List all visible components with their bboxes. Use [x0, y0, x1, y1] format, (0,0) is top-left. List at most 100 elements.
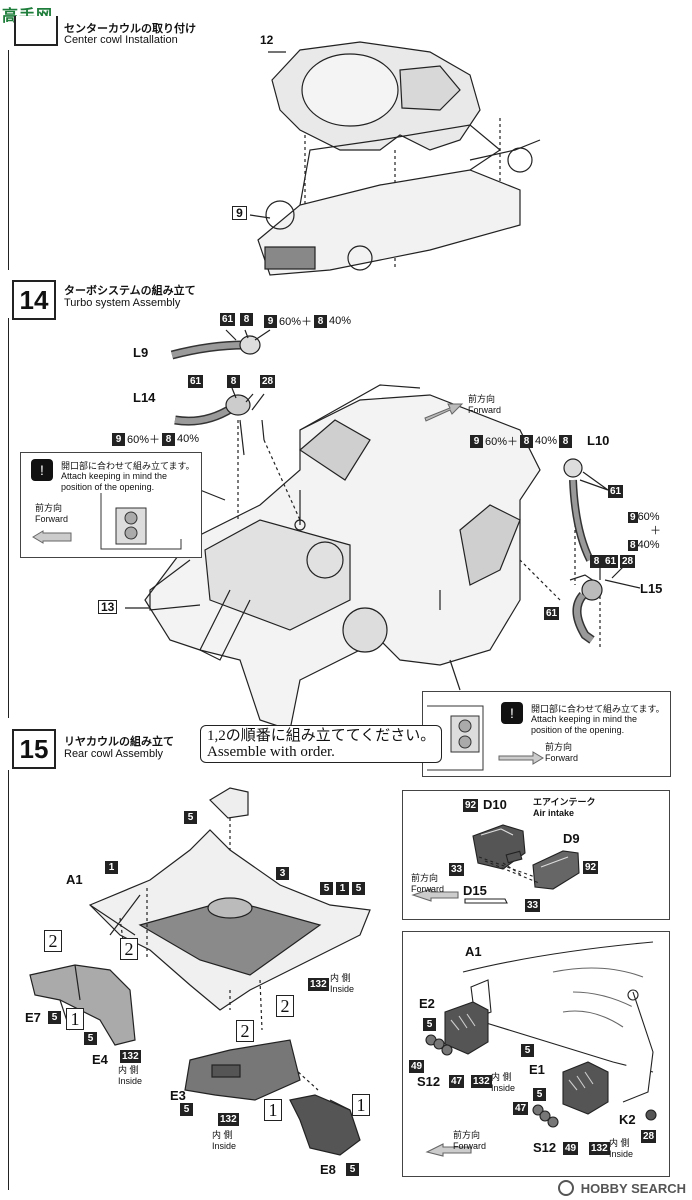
- label-l9: L9: [133, 345, 149, 360]
- hobby-search-watermark: HOBBY SEARCH: [558, 1180, 686, 1196]
- part-5-label-15e: 5: [346, 1163, 359, 1176]
- part-28-label: 28: [260, 375, 276, 388]
- part-8-label-2: 8: [227, 375, 240, 388]
- part-61-label-5: 61: [544, 607, 560, 620]
- label-e4: E4: [92, 1052, 108, 1067]
- order-2-marker-d: 2: [236, 1020, 254, 1042]
- inside-label-b: 内 側 Inside: [118, 1065, 143, 1086]
- label-d10: D10: [483, 797, 507, 812]
- part-5-label-15h: 5: [533, 1088, 546, 1101]
- note-2-detail-icon: [427, 705, 544, 771]
- part-33-label-a: 33: [449, 863, 465, 876]
- inside-label-c: 内 側 Inside: [212, 1130, 237, 1151]
- part-49-label-b: 49: [563, 1142, 579, 1155]
- part-5-1-5-group: 5 1 5: [320, 882, 365, 895]
- rear-detail-box: A1 E2 5 5 49 S12 47 132 内 側 Inside E1 5 …: [402, 931, 670, 1177]
- step-14-note-1: ! 開口部に合わせて組み立てます。 Attach keeping in mind…: [20, 452, 202, 558]
- step-13-number: 13: [14, 16, 58, 46]
- step-14-note-2: ! 開口部に合わせて組み立てます。 Attach keeping in mind…: [422, 691, 671, 777]
- inside-label-d: 内 側 Inside: [491, 1072, 516, 1093]
- part-1-label-15a: 1: [105, 861, 118, 874]
- part-61-label: 61: [220, 313, 236, 326]
- label-e1: E1: [529, 1062, 545, 1077]
- part-92-label-b: 92: [583, 861, 599, 874]
- part-5-label-15d: 5: [180, 1103, 193, 1116]
- inside-label-e: 内 側 Inside: [609, 1138, 634, 1159]
- part-28-label-2: 28: [620, 555, 636, 568]
- part-5-label-15c: 5: [84, 1032, 97, 1045]
- label-l14: L14: [133, 390, 156, 405]
- part-3-label: 3: [276, 867, 289, 880]
- step-13-bracket-line: [8, 50, 9, 270]
- label-l15: L15: [640, 581, 663, 596]
- part-13-label: 13: [98, 600, 118, 614]
- part-49-label-a: 49: [409, 1060, 425, 1073]
- label-s12-a: S12: [417, 1074, 441, 1089]
- label-a1: A1: [66, 872, 83, 887]
- step-14-bracket-line: [8, 318, 9, 718]
- part-28-label-15: 28: [641, 1130, 657, 1143]
- part-61-label-2: 61: [188, 375, 204, 388]
- part-5-label-15g: 5: [521, 1044, 534, 1057]
- step-15-bracket-line: [8, 770, 9, 1190]
- label-a1-detail: A1: [465, 944, 482, 959]
- forward-label-14: 前方向 Forward: [468, 394, 502, 415]
- part-33-label-b: 33: [525, 899, 541, 912]
- part-8-label-4: 8: [590, 555, 603, 568]
- part-5-label-15b: 5: [48, 1011, 61, 1024]
- part-61-label-4: 61: [603, 555, 619, 568]
- step-13-title-jp: センターカウルの取り付け: [64, 23, 196, 35]
- part-47-label-b: 47: [513, 1102, 529, 1115]
- inside-label-a: 内 側 Inside: [330, 973, 355, 994]
- air-intake-detail-box: 92 D10 エアインテーク Air intake D9 92 33 33 D1…: [402, 790, 670, 920]
- part-132-label-e: 132: [589, 1142, 610, 1155]
- part-132-label-d: 132: [471, 1075, 492, 1088]
- order-1-marker-b: 1: [264, 1099, 282, 1121]
- rear-detail-drawing: [425, 941, 657, 1157]
- label-d9: D9: [563, 831, 580, 846]
- part-47-label-a: 47: [449, 1075, 465, 1088]
- note-1-detail-icon: [32, 493, 182, 550]
- part-92-label-a: 92: [463, 799, 479, 812]
- part-132-label-c: 132: [218, 1113, 239, 1126]
- label-l10: L10: [587, 433, 610, 448]
- label-e3: E3: [170, 1088, 186, 1103]
- step-15-number: 15: [12, 729, 56, 769]
- step-15-title-jp: リヤカウルの組み立て: [64, 736, 174, 748]
- label-s12-b: S12: [533, 1140, 557, 1155]
- assembly-order-note: 1,2の順番に組み立ててください。 Assemble with order.: [200, 725, 443, 763]
- label-e7: E7: [25, 1010, 41, 1025]
- part-5-label-15a: 5: [184, 811, 197, 824]
- part-5-label-15f: 5: [423, 1018, 436, 1031]
- order-2-marker-b: 2: [120, 938, 138, 960]
- order-1-marker-c: 1: [352, 1094, 370, 1116]
- part-9-label: 9: [232, 206, 247, 220]
- label-k2: K2: [619, 1112, 636, 1127]
- order-1-marker-a: 1: [66, 1008, 84, 1030]
- label-e8: E8: [320, 1162, 336, 1177]
- part-132-label-a: 132: [308, 978, 329, 991]
- order-2-marker-a: 2: [44, 930, 62, 952]
- label-e2: E2: [419, 996, 435, 1011]
- step-15-title-en: Rear cowl Assembly: [64, 748, 164, 760]
- step-13-title-en: Center cowl Installation: [64, 34, 178, 46]
- part-8-label: 8: [240, 313, 253, 326]
- label-d15: D15: [463, 883, 487, 898]
- part-61-label-3: 61: [608, 485, 624, 498]
- watermark-logo-icon: [558, 1180, 575, 1196]
- part-12-label: 12: [258, 33, 276, 47]
- caution-icon: !: [31, 459, 53, 481]
- caution-icon-2: !: [501, 702, 523, 724]
- order-2-marker-c: 2: [276, 995, 294, 1017]
- forward-label-rear: 前方向 Forward: [453, 1130, 487, 1151]
- step-14-title-jp: ターボシステムの組み立て: [64, 285, 196, 297]
- air-intake-label: エアインテーク Air intake: [533, 797, 596, 818]
- forward-label-air: 前方向 Forward: [411, 873, 445, 894]
